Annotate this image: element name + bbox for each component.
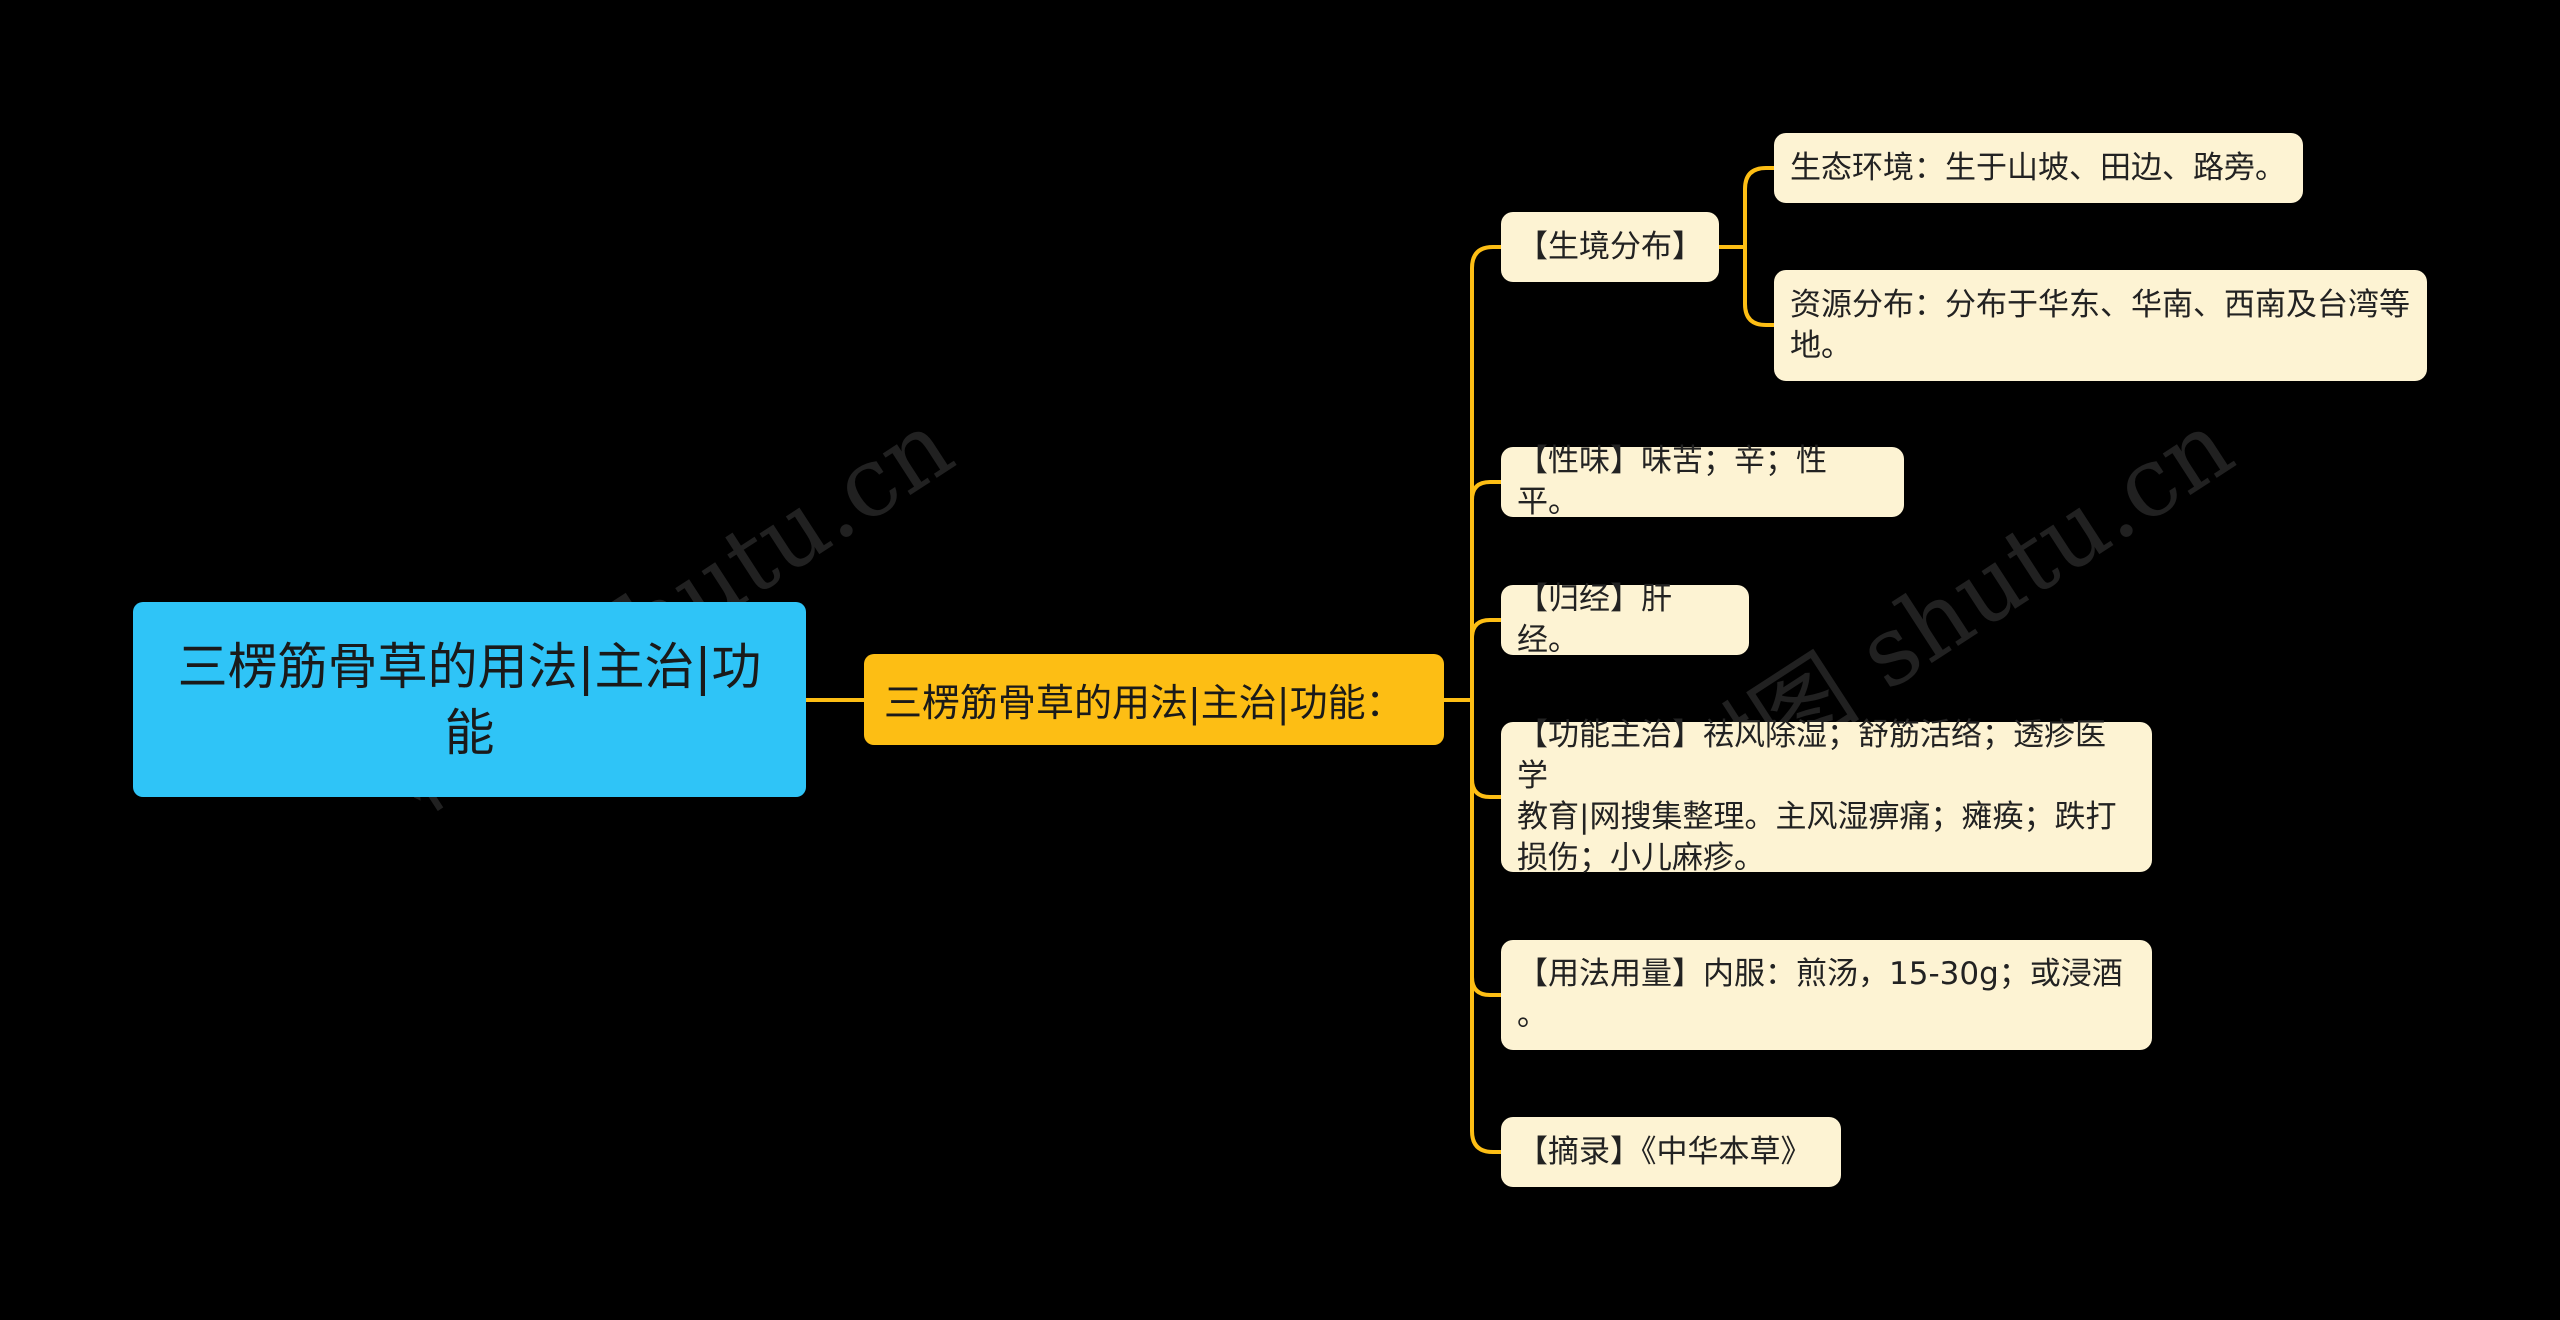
function-line-3: 损伤；小儿麻疹。 bbox=[1517, 840, 1765, 876]
habitat-label: 【生境分布】 bbox=[1517, 228, 1703, 265]
connector-meridian bbox=[1470, 618, 1501, 639]
connector-resource bbox=[1743, 247, 1774, 327]
connector-taste bbox=[1470, 480, 1501, 501]
topic-node[interactable]: 三楞筋骨草的用法|主治|功能： bbox=[864, 654, 1444, 745]
taste-node[interactable]: 【性味】味苦；辛；性平。 bbox=[1501, 443, 1904, 520]
root-label: 三楞筋骨草的用法|主治|功能 bbox=[177, 637, 762, 762]
function-line-1: 【功能主治】祛风除湿；舒筋活络；透疹医学 bbox=[1517, 717, 2106, 794]
topic-label: 三楞筋骨草的用法|主治|功能： bbox=[884, 681, 1404, 725]
meridian-label: 【归经】肝经。 bbox=[1517, 581, 1672, 658]
habitat-node[interactable]: 【生境分布】 bbox=[1501, 212, 1719, 282]
usage-node[interactable]: 【用法用量】内服：煎汤，15-30g；或浸酒 。 bbox=[1501, 940, 2152, 1050]
resource-node[interactable]: 资源分布：分布于华东、华南、西南及台湾等 地。 bbox=[1774, 270, 2427, 381]
connector-usage bbox=[1470, 976, 1501, 997]
connector-trunk bbox=[1470, 245, 1501, 700]
excerpt-label: 【摘录】《中华本草》 bbox=[1517, 1133, 1812, 1170]
usage-line-2: 。 bbox=[1517, 997, 1548, 1033]
connector-ecology bbox=[1743, 166, 1774, 247]
taste-label: 【性味】味苦；辛；性平。 bbox=[1517, 443, 1827, 520]
function-node[interactable]: 【功能主治】祛风除湿；舒筋活络；透疹医学 教育|网搜集整理。主风湿痹痛；瘫痪；跌… bbox=[1501, 717, 2152, 876]
usage-line-1: 【用法用量】内服：煎汤，15-30g；或浸酒 bbox=[1517, 956, 2123, 992]
meridian-node[interactable]: 【归经】肝经。 bbox=[1501, 581, 1749, 658]
connector-trunk-lower bbox=[1470, 700, 1501, 1154]
connector-function bbox=[1470, 778, 1501, 799]
function-line-2: 教育|网搜集整理。主风湿痹痛；瘫痪；跌打 bbox=[1517, 799, 2117, 835]
excerpt-node[interactable]: 【摘录】《中华本草》 bbox=[1501, 1117, 1841, 1187]
resource-line-2: 地。 bbox=[1790, 327, 1852, 364]
usage-text: 【用法用量】内服：煎汤，15-30g；或浸酒 。 bbox=[1517, 954, 2123, 1036]
resource-line-1: 资源分布：分布于华东、华南、西南及台湾等 bbox=[1790, 286, 2410, 323]
ecology-label: 生态环境：生于山坡、田边、路旁。 bbox=[1790, 149, 2286, 186]
ecology-node[interactable]: 生态环境：生于山坡、田边、路旁。 bbox=[1774, 133, 2303, 203]
root-node[interactable]: 三楞筋骨草的用法|主治|功能 bbox=[133, 602, 806, 797]
resource-text: 资源分布：分布于华东、华南、西南及台湾等 地。 bbox=[1790, 285, 2410, 367]
function-text: 【功能主治】祛风除湿；舒筋活络；透疹医学 教育|网搜集整理。主风湿痹痛；瘫痪；跌… bbox=[1517, 715, 2136, 879]
